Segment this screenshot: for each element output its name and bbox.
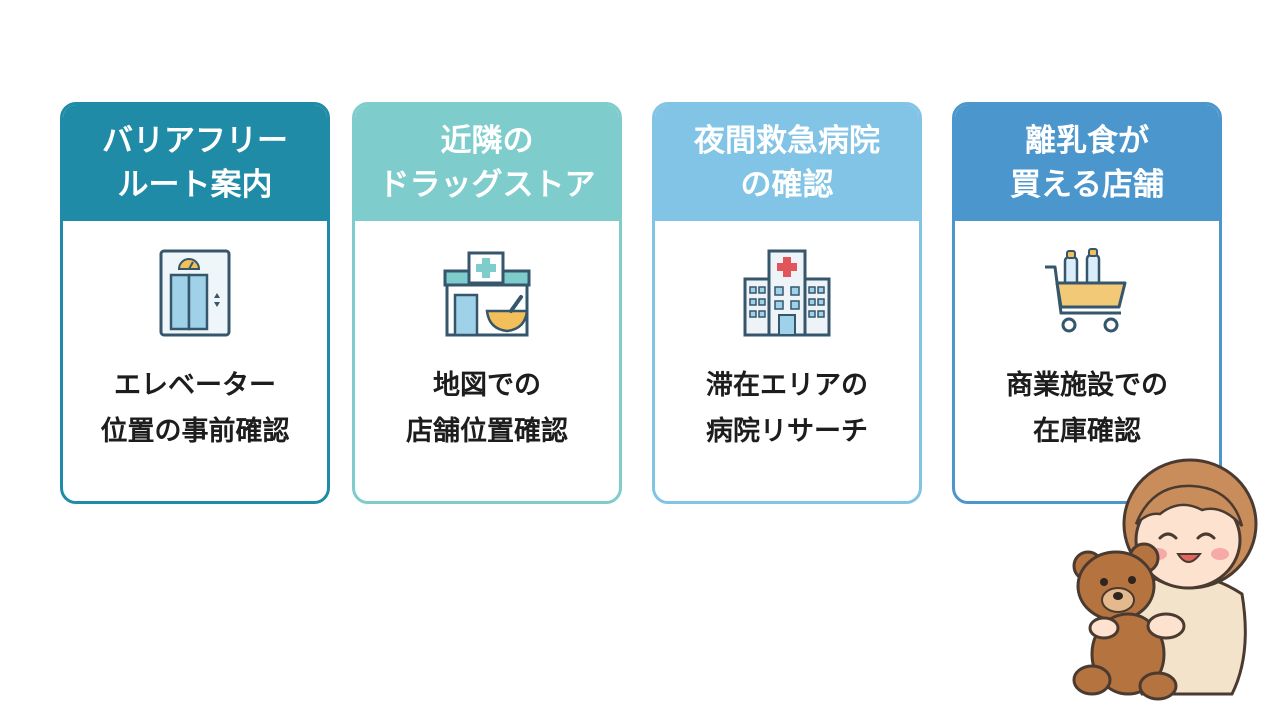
shopping-cart-icon <box>1039 245 1135 341</box>
card-body: 滞在エリアの 病院リサーチ <box>655 363 919 455</box>
card-body-line: 病院リサーチ <box>706 416 868 447</box>
card-body: 地図での 店舗位置確認 <box>355 363 619 455</box>
card-night-emergency-hospital: 夜間救急病院 の確認 滞在エリアの 病院リサーチ <box>652 102 922 504</box>
card-title-line: 夜間救急病院 <box>694 123 880 159</box>
card-barrier-free-route: バリアフリー ルート案内 エレベーター 位置の事前確認 <box>60 102 330 504</box>
card-baby-food-store: 離乳食が 買える店舗 商業施設での 在庫確認 <box>952 102 1222 504</box>
card-body-line: エレベーター <box>114 370 276 401</box>
card-header: バリアフリー ルート案内 <box>63 105 327 221</box>
card-title-line: ルート案内 <box>117 167 273 203</box>
card-title-line: 買える店舗 <box>1009 167 1165 203</box>
card-header: 離乳食が 買える店舗 <box>955 105 1219 221</box>
card-header: 近隣の ドラッグストア <box>355 105 619 221</box>
card-body-line: 在庫確認 <box>1033 416 1141 447</box>
card-body: 商業施設での 在庫確認 <box>955 363 1219 455</box>
card-title-line: 離乳食が <box>1024 123 1149 159</box>
card-body-line: 滞在エリアの <box>706 370 868 401</box>
card-title-line: ドラッグストア <box>378 167 596 203</box>
card-header: 夜間救急病院 の確認 <box>655 105 919 221</box>
card-title-line: 近隣の <box>440 123 534 159</box>
baby-with-teddy-bear-illustration <box>1062 454 1262 704</box>
card-body-line: 商業施設での <box>1006 370 1168 401</box>
card-body-line: 地図での <box>433 370 541 401</box>
card-body-line: 店舗位置確認 <box>406 416 568 447</box>
card-body-line: 位置の事前確認 <box>100 416 290 447</box>
elevator-icon <box>147 245 243 341</box>
card-body: エレベーター 位置の事前確認 <box>63 363 327 455</box>
card-title-line: の確認 <box>740 167 834 203</box>
pharmacy-icon <box>439 245 535 341</box>
hospital-icon <box>739 245 835 341</box>
card-nearby-drugstore: 近隣の ドラッグストア 地図での 店舗位置確認 <box>352 102 622 504</box>
card-title-line: バリアフリー <box>102 123 288 159</box>
